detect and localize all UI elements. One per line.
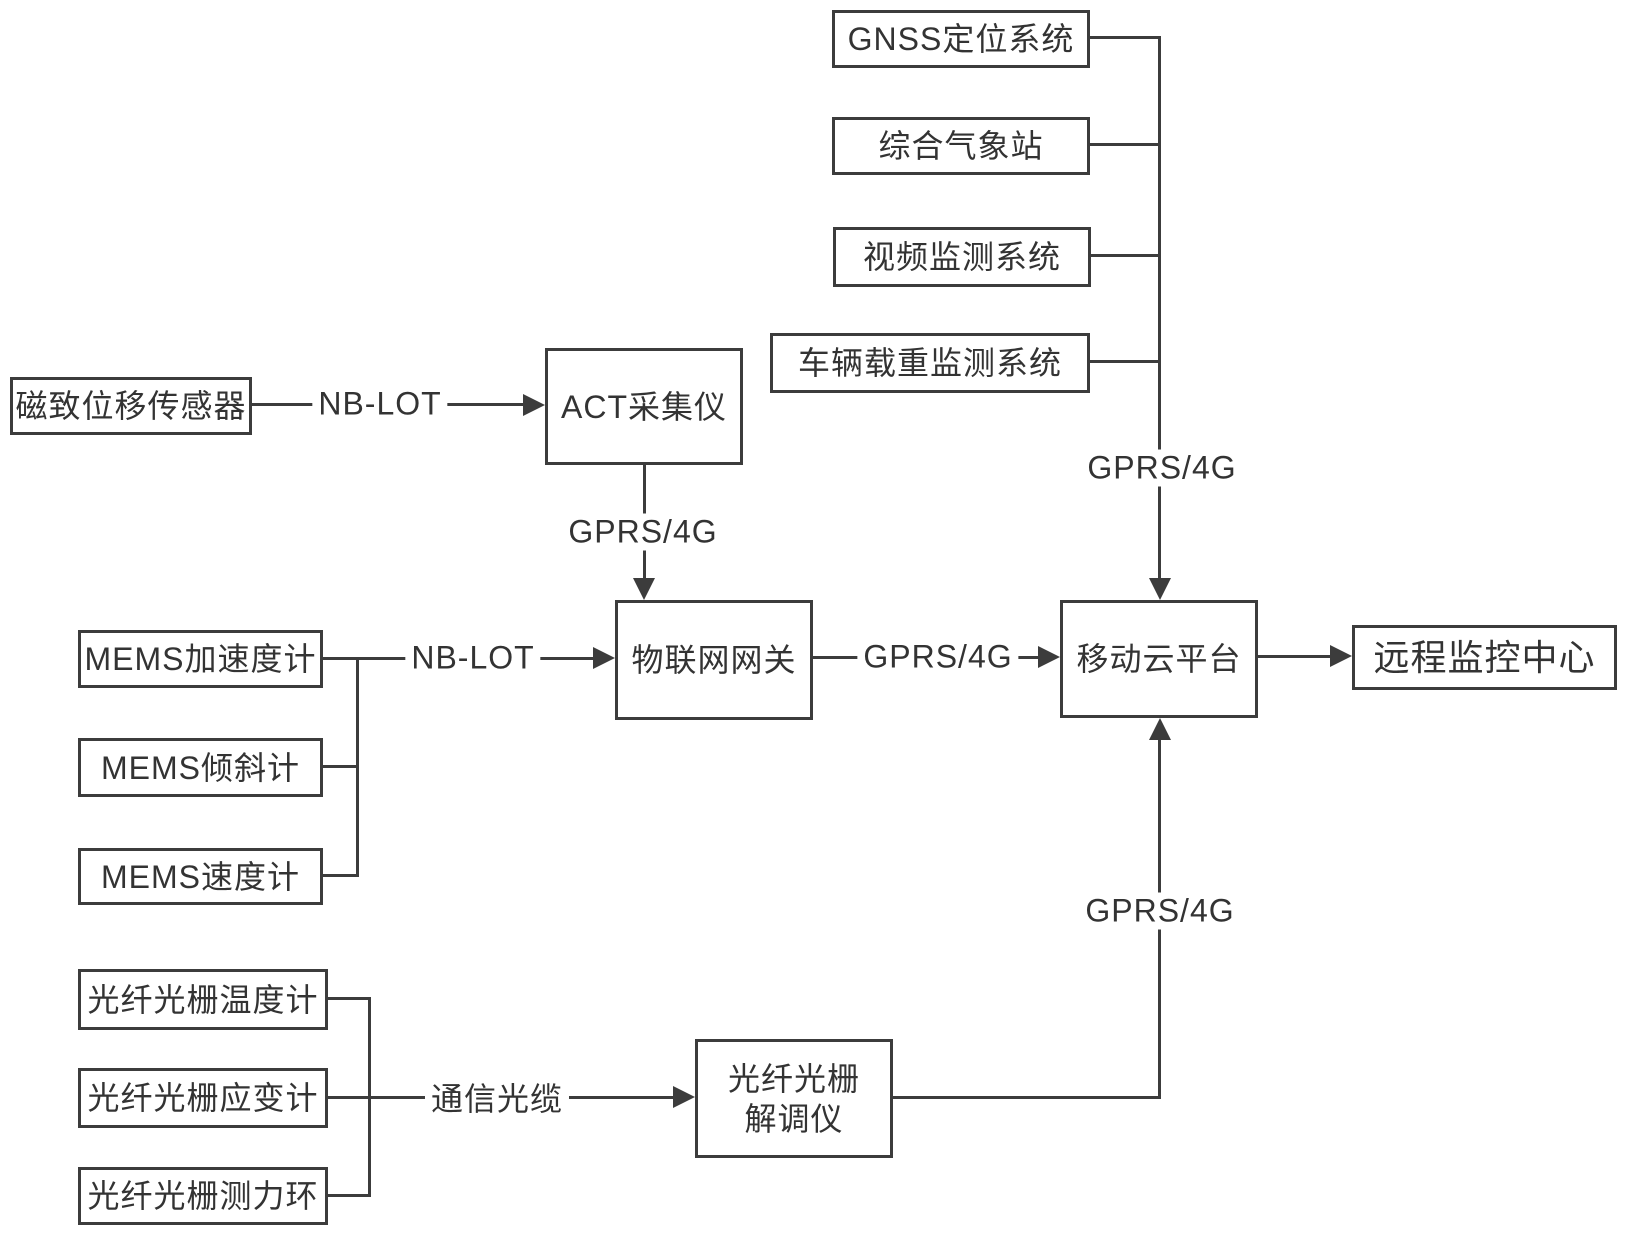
arrowhead-into-gateway-top-icon	[633, 578, 655, 600]
edge-demodulator-to-elbow	[893, 1096, 1161, 1099]
edge-fbg-temp-to-junction	[328, 997, 370, 1000]
edge-label-gprs-act-gateway: GPRS/4G	[562, 513, 724, 551]
arrowhead-into-demodulator-icon	[673, 1086, 695, 1108]
node-mems-velocimeter: MEMS速度计	[78, 848, 323, 905]
node-mobile-cloud-platform: 移动云平台	[1060, 600, 1258, 718]
edge-label-gprs-gateway-cloud: GPRS/4G	[857, 638, 1019, 676]
edge-mems-tilt-to-junction	[323, 765, 359, 768]
edge-mems-junction	[356, 657, 359, 877]
node-mems-accelerometer: MEMS加速度计	[78, 630, 323, 688]
node-fbg-thermometer: 光纤光栅温度计	[78, 969, 328, 1030]
edge-top-collector-to-cloud	[1158, 36, 1161, 580]
arrowhead-into-act-icon	[523, 394, 545, 416]
node-vehicle-load-monitoring-system: 车辆载重监测系统	[770, 333, 1090, 393]
node-mems-inclinometer: MEMS倾斜计	[78, 738, 323, 797]
edge-label-gprs-top-cloud: GPRS/4G	[1081, 449, 1243, 487]
node-fbg-demodulator: 光纤光栅解调仪	[695, 1039, 893, 1158]
arrowhead-into-cloud-bottom-icon	[1149, 718, 1171, 740]
edge-fbg-junction	[368, 997, 371, 1197]
arrowhead-into-cloud-top-icon	[1149, 578, 1171, 600]
edge-label-nb-lot-mems: NB-LOT	[405, 639, 541, 677]
node-gnss-positioning-system: GNSS定位系统	[832, 10, 1090, 68]
arrowhead-into-cloud-left-icon	[1038, 646, 1060, 668]
node-iot-gateway: 物联网网关	[615, 600, 813, 720]
edge-gnss-to-collector	[1090, 36, 1160, 39]
arrowhead-into-gateway-left-icon	[593, 647, 615, 669]
edge-label-fiber-cable: 通信光缆	[424, 1074, 570, 1120]
edge-label-nb-lot-magneto: NB-LOT	[312, 385, 448, 423]
edge-cloud-to-monitor	[1258, 655, 1330, 658]
edge-weather-to-collector	[1090, 143, 1160, 146]
edge-label-gprs-demod-cloud: GPRS/4G	[1079, 892, 1241, 930]
node-act-collector: ACT采集仪	[545, 348, 743, 465]
node-remote-monitoring-center: 远程监控中心	[1352, 625, 1617, 690]
node-fbg-strain-gauge: 光纤光栅应变计	[78, 1068, 328, 1128]
edge-fbg-force-to-junction	[328, 1194, 370, 1197]
arrowhead-into-monitor-icon	[1330, 645, 1352, 667]
edge-video-to-collector	[1091, 254, 1160, 257]
node-integrated-weather-station: 综合气象站	[832, 117, 1090, 175]
node-magnetostrictive-displacement-sensor: 磁致位移传感器	[10, 377, 252, 435]
edge-mems-speed-to-junction	[323, 874, 359, 877]
edge-vehicle-to-collector	[1090, 360, 1160, 363]
node-video-monitoring-system: 视频监测系统	[833, 227, 1091, 287]
node-fbg-force-ring: 光纤光栅测力环	[78, 1167, 328, 1225]
